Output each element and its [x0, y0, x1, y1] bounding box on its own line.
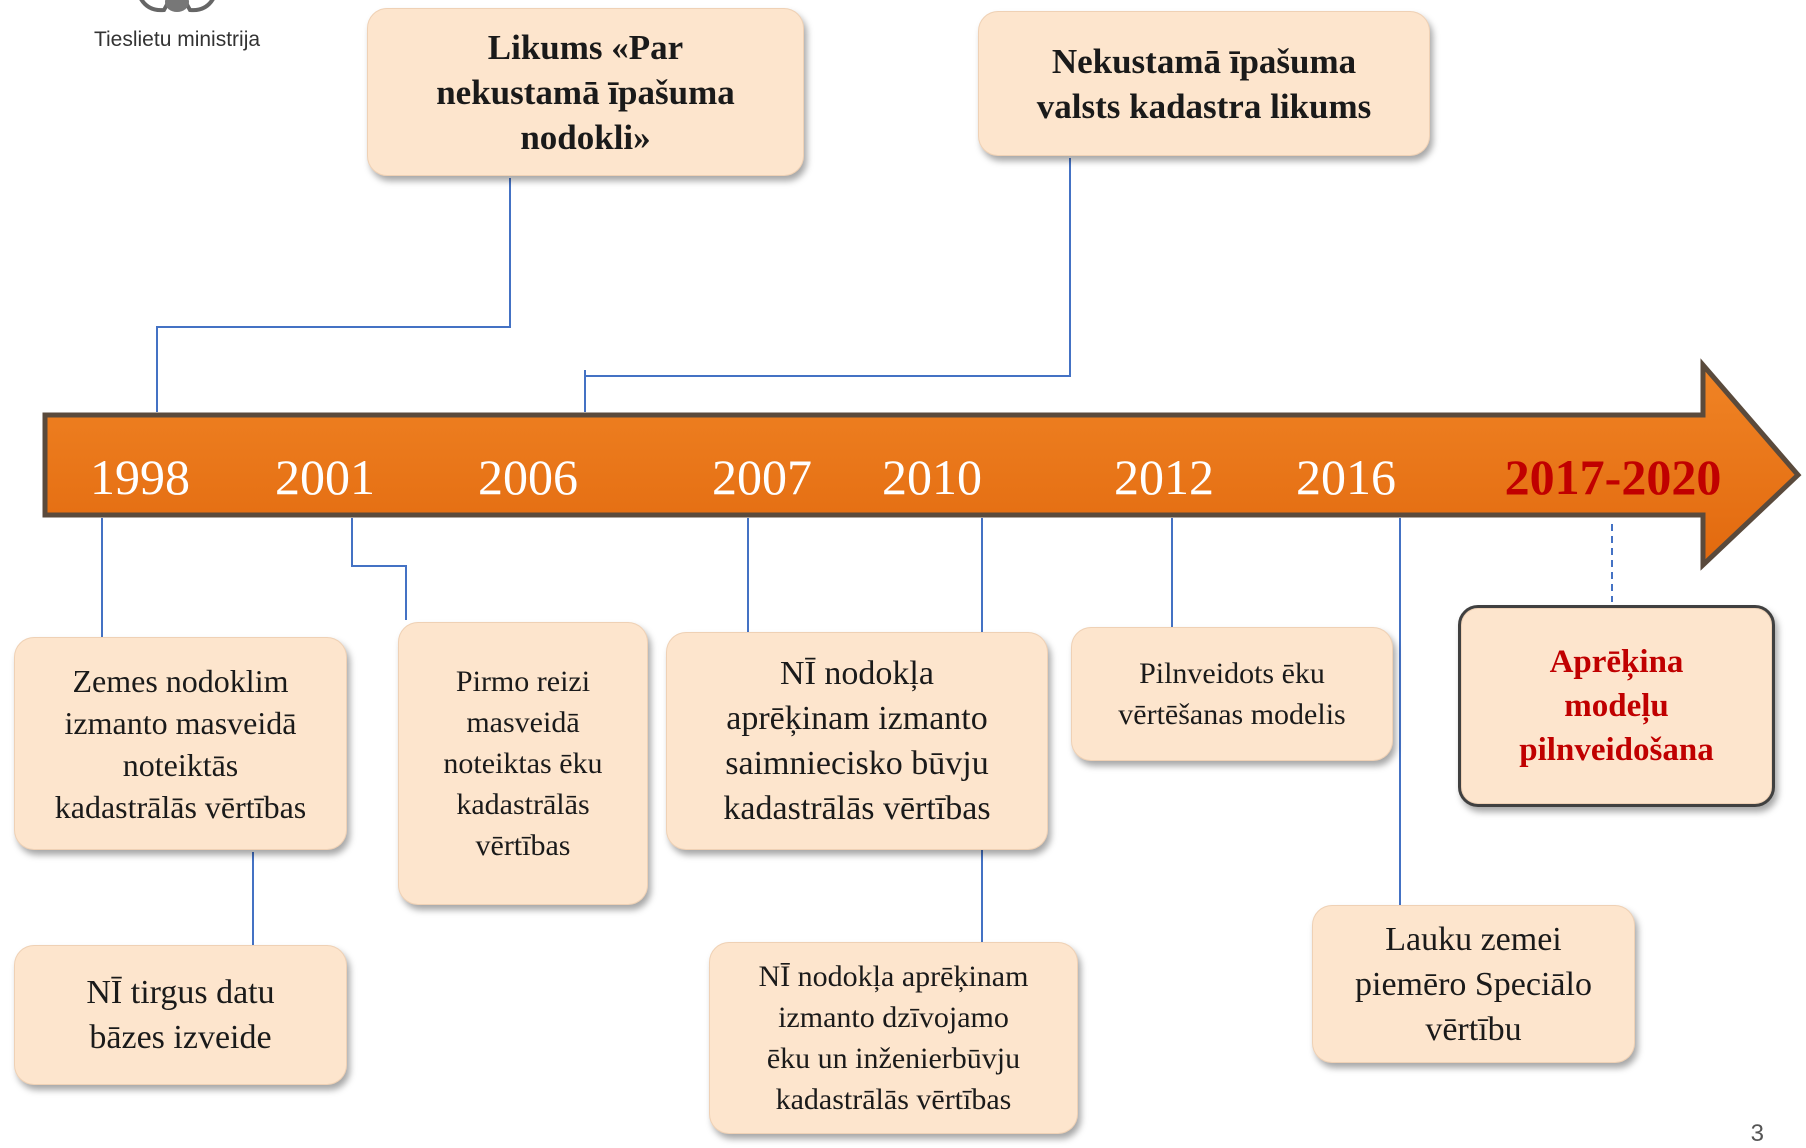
event-text-line: Likums «Par	[487, 27, 684, 67]
event-aprekina-modelu-pilnveidosana: Aprēķina modeļu pilnveidošana	[1458, 605, 1775, 807]
page-number: 3	[1750, 1120, 1764, 1147]
event-dzivojamo-eku: NĪ nodokļa aprēķinam izmanto dzīvojamo ē…	[709, 942, 1078, 1134]
event-lauku-zemei-speciala-vertiba: Lauku zemei piemēro Speciālo vērtību	[1312, 905, 1635, 1063]
event-text-line: izmanto masveidā	[64, 704, 297, 741]
event-text-line: kadastrālās	[456, 788, 590, 821]
event-text-line: NĪ nodokļa	[780, 655, 934, 692]
event-text-line: pilnveidošana	[1519, 732, 1714, 768]
year-2007: 2007	[712, 449, 812, 505]
year-2017-2020: 2017-2020	[1504, 449, 1722, 505]
event-text-line: vērtēšanas modelis	[1118, 698, 1346, 731]
event-kadastra-likums: Nekustamā īpašuma valsts kadastra likums	[978, 11, 1430, 156]
event-text-line: Nekustamā īpašuma	[1051, 41, 1357, 81]
event-text-line: kadastrālās vērtības	[723, 790, 991, 827]
event-text-line: vērtības	[475, 829, 571, 862]
event-text-line: Pirmo reizi	[455, 665, 591, 698]
event-ni-tirgus-datu-baze: NĪ tirgus datu bāzes izveide	[14, 945, 347, 1085]
event-text-line: NĪ nodokļa aprēķinam	[758, 960, 1029, 993]
event-likums-par-nekustama-ipasuma-nodokli: Likums «Par nekustamā īpašuma nodokli»	[367, 8, 804, 176]
event-text-line: noteiktās	[122, 746, 239, 783]
event-text-line: Zemes nodoklim	[72, 662, 289, 699]
event-text-line: izmanto dzīvojamo	[778, 1001, 1009, 1034]
year-2010: 2010	[882, 449, 982, 505]
event-text-line: nekustamā īpašuma	[436, 72, 735, 112]
event-zemes-nodoklim: Zemes nodoklim izmanto masveidā noteiktā…	[14, 637, 347, 850]
coat-of-arms-icon	[139, 0, 215, 13]
logo-text: Tieslietu ministrija	[93, 28, 261, 51]
year-2016: 2016	[1296, 449, 1396, 505]
logo: Tieslietu ministrija	[72, 0, 282, 64]
connector-likums-1998	[156, 178, 511, 412]
event-text-line: nodokli»	[520, 117, 651, 157]
event-text-line: modeļu	[1564, 688, 1669, 724]
connector-kadastra-2006	[584, 158, 1071, 412]
event-text-line: vērtību	[1425, 1010, 1522, 1048]
connector-2001-pirmo	[351, 518, 407, 620]
event-text-line: aprēķinam izmanto	[726, 700, 988, 737]
event-text-line: kadastrālās vērtības	[54, 788, 307, 825]
event-text-line: Aprēķina	[1549, 644, 1684, 680]
event-pilnveidots-eku-modelis: Pilnveidots ēku vērtēšanas modelis	[1071, 627, 1393, 761]
event-text-line: noteiktas ēku	[443, 747, 603, 780]
event-saimniecisko-buvju: NĪ nodokļa aprēķinam izmanto saimniecisk…	[666, 632, 1048, 850]
year-1998: 1998	[90, 449, 190, 505]
event-text-line: kadastrālās vērtības	[775, 1083, 1012, 1116]
event-text-line: ēku un inženierbūvju	[766, 1042, 1021, 1075]
event-text-line: masveidā	[466, 706, 580, 739]
event-text-line: piemēro Speciālo	[1355, 965, 1592, 1003]
event-text-line: Pilnveidots ēku	[1139, 657, 1325, 690]
event-text-line: valsts kadastra likums	[1036, 86, 1372, 126]
event-text-line: saimniecisko būvju	[725, 745, 989, 782]
event-pirmo-reizi: Pirmo reizi masveidā noteiktas ēku kadas…	[398, 622, 648, 905]
year-2001: 2001	[275, 449, 375, 505]
event-text-line: Lauku zemei	[1385, 920, 1562, 958]
year-2006: 2006	[478, 449, 578, 505]
event-text-line: NĪ tirgus datu	[86, 974, 275, 1011]
timeline-arrow	[42, 358, 1802, 571]
year-2012: 2012	[1114, 449, 1214, 505]
event-text-line: bāzes izveide	[89, 1019, 272, 1056]
